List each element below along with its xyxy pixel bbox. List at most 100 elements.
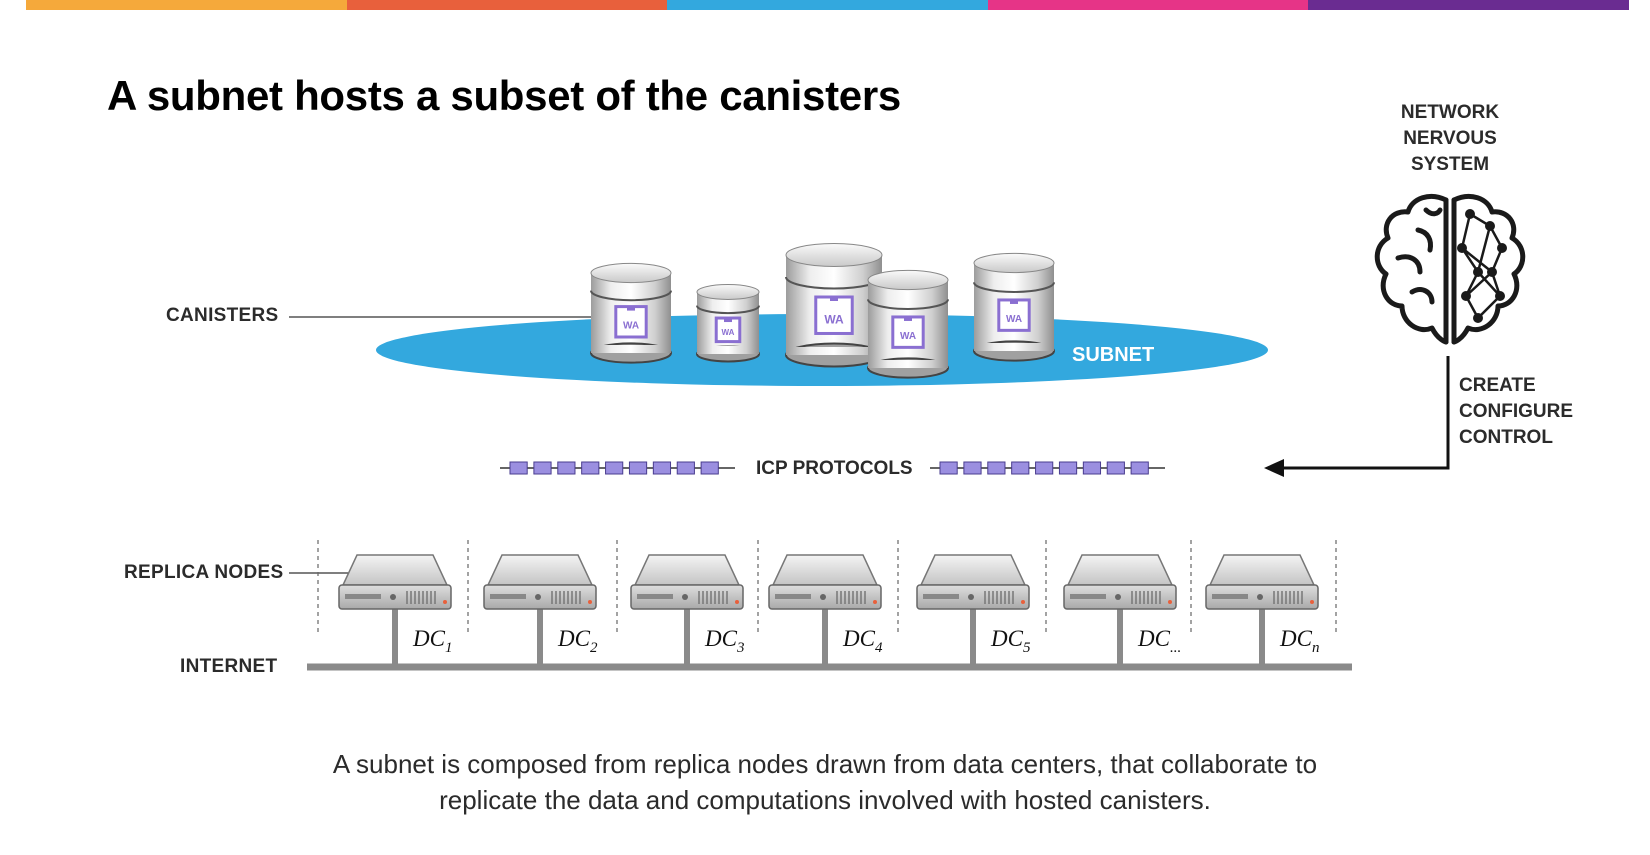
server-power-led (1257, 594, 1263, 600)
wasm-badge-label: WA (900, 331, 916, 342)
canister-band (867, 299, 949, 310)
wasm-badge-notch (627, 305, 635, 311)
wasm-badge-label: WA (623, 320, 639, 331)
server-power-led (390, 594, 396, 600)
server-power-led (820, 594, 826, 600)
canister-base (591, 345, 671, 353)
replica-node: DC1 (338, 554, 452, 667)
stripe-segment (987, 0, 1309, 10)
replica-node: DC... (1063, 554, 1181, 667)
top-color-stripe (26, 0, 1629, 10)
stripe-segment (26, 0, 347, 10)
canister: WA (696, 284, 760, 363)
protocol-block (581, 461, 600, 475)
canister-base (786, 347, 882, 355)
protocol-block (628, 461, 648, 475)
wasm-badge-icon (814, 295, 854, 335)
nns-line: NERVOUS (1403, 128, 1497, 149)
slide-title: A subnet hosts a subset of the canisters (107, 72, 901, 119)
data-center-label: DCn (1279, 626, 1319, 656)
nns-action-configure: CONFIGURE (1459, 401, 1573, 422)
wasm-badge-icon (997, 298, 1031, 332)
protocol-block (1011, 461, 1030, 475)
caption-line-2: replicate the data and computations invo… (439, 785, 1211, 815)
nns-action-create: CREATE (1459, 375, 1536, 396)
server-status-led (443, 600, 447, 604)
data-center-label: DC1 (412, 626, 452, 656)
stripe-segment (667, 0, 988, 10)
nns-line: SYSTEM (1410, 154, 1490, 175)
canister-top (867, 269, 949, 291)
canister: WA (973, 252, 1055, 362)
replica-node: DC3 (630, 554, 744, 667)
data-center-label: DC3 (704, 626, 744, 656)
protocol-block (1130, 461, 1149, 475)
protocol-block (1082, 461, 1102, 475)
protocol-block (652, 461, 672, 475)
nns-control-arrow (1280, 356, 1450, 470)
canister-group: WA WA WA WA WA (590, 242, 1055, 379)
server-status-led (1021, 600, 1025, 604)
canister-top (590, 262, 672, 284)
nns-line: NETWORK (1400, 102, 1500, 123)
protocol-chain (500, 461, 735, 475)
protocol-block (963, 461, 982, 475)
canisters-label: CANISTERS (166, 305, 279, 326)
protocol-block (509, 461, 528, 475)
brain-icon (1374, 194, 1526, 345)
server-drive-slot (1070, 594, 1106, 599)
icp-protocols-label: ICP PROTOCOLS (756, 458, 913, 479)
protocol-chains (500, 461, 1165, 475)
canister: WA (590, 262, 672, 364)
protocol-block (1035, 461, 1054, 475)
canister-top (785, 242, 883, 268)
data-center-label: DC4 (842, 626, 883, 656)
wasm-badge-notch (724, 317, 732, 323)
server-status-led (588, 600, 592, 604)
server-top (1208, 554, 1316, 586)
wasm-badge-label: WA (824, 312, 844, 326)
server-top (771, 554, 879, 586)
server-status-led (873, 600, 877, 604)
canister: WA (785, 242, 883, 368)
subnet-label: SUBNET (1072, 344, 1154, 366)
server-drive-slot (490, 594, 526, 599)
neural-network-icon (1460, 212, 1504, 321)
protocol-block (1058, 461, 1078, 475)
arrow-head-icon (1264, 459, 1284, 477)
replica-node: DC5 (916, 554, 1031, 667)
server-status-led (1310, 600, 1314, 604)
wasm-badge-notch (830, 296, 838, 301)
server-top (1066, 554, 1174, 586)
canister-band (696, 305, 760, 315)
wasm-badge-notch (904, 315, 912, 321)
server-top (919, 554, 1027, 586)
data-center-label: DC5 (990, 626, 1031, 656)
wasm-badge-notch (1010, 298, 1018, 304)
caption-line-1: A subnet is composed from replica nodes … (332, 749, 1318, 779)
server-drive-slot (345, 594, 381, 599)
canister: WA (867, 269, 949, 379)
server-status-led (1168, 600, 1172, 604)
server-drive-slot (923, 594, 959, 599)
protocol-chain (930, 461, 1165, 475)
replica-node: DCn (1205, 554, 1319, 667)
caption: A subnet is composed from replica nodes … (200, 746, 1450, 818)
server-top (486, 554, 594, 586)
server-drive-slot (1212, 594, 1248, 599)
protocol-block (1106, 461, 1125, 475)
protocol-block (987, 461, 1006, 475)
protocol-block (700, 461, 719, 475)
protocol-block (676, 461, 695, 475)
protocol-block (939, 461, 958, 475)
canister-band (973, 282, 1055, 293)
stripe-segment (346, 0, 668, 10)
server-power-led (968, 594, 974, 600)
replica-node: DC4 (768, 554, 883, 667)
canister-base (697, 346, 759, 354)
protocol-block (605, 461, 624, 475)
canister-top (696, 284, 760, 300)
replica-nodes-label: REPLICA NODES (124, 562, 284, 583)
replica-node: DC2 (483, 554, 598, 667)
nns-action-control: CONTROL (1459, 427, 1553, 448)
